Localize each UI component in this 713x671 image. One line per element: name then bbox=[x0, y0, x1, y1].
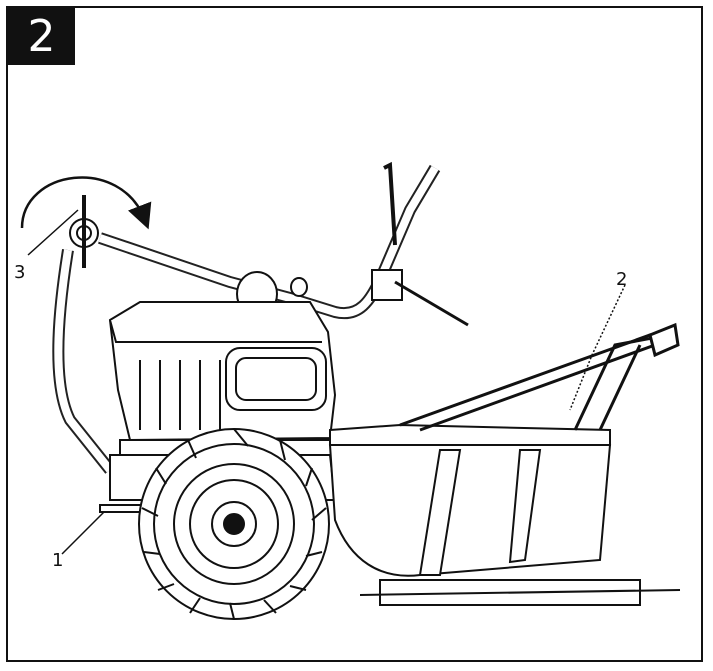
leader-lines bbox=[27, 209, 626, 555]
figure-number-badge: 2 bbox=[8, 8, 75, 65]
cutter-deck bbox=[328, 423, 681, 606]
callout-1: 1 bbox=[52, 550, 63, 571]
rotation-arrow bbox=[20, 176, 152, 230]
callout-2: 2 bbox=[616, 269, 627, 290]
guard-frame bbox=[399, 322, 680, 432]
handlebar bbox=[98, 161, 469, 327]
callout-3: 3 bbox=[14, 262, 25, 283]
wheel bbox=[138, 428, 330, 620]
height-adjust-knob bbox=[52, 195, 115, 474]
